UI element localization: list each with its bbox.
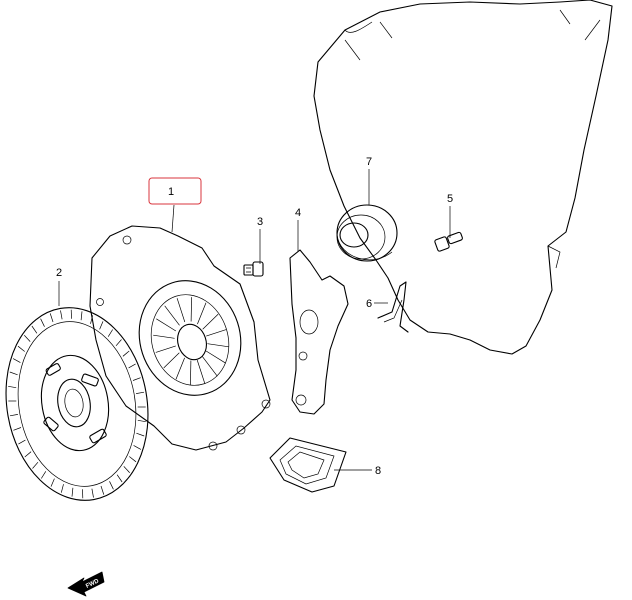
rubber-boot — [269, 437, 347, 493]
callout-3[interactable]: 3 — [257, 216, 263, 228]
clutch-disc — [5, 307, 149, 501]
forward-arrow-icon: FWD — [67, 571, 105, 597]
clutch-cover — [89, 225, 271, 451]
clip-spring — [377, 281, 409, 333]
bolt-5 — [434, 231, 463, 252]
release-fork — [289, 249, 349, 415]
callout-4[interactable]: 4 — [295, 207, 301, 219]
callout-5[interactable]: 5 — [447, 193, 453, 205]
callout-1-highlight — [148, 177, 202, 205]
leader-lines — [58, 169, 451, 471]
forward-arrow-label: FWD — [85, 578, 101, 590]
callout-2[interactable]: 2 — [56, 267, 62, 279]
bolt-3 — [243, 261, 264, 277]
release-bearing — [336, 204, 398, 262]
callout-1[interactable]: 1 — [168, 186, 174, 198]
transmission-housing — [313, 0, 613, 355]
callout-7[interactable]: 7 — [366, 156, 372, 168]
callout-8[interactable]: 8 — [375, 465, 381, 477]
callout-6[interactable]: 6 — [366, 298, 372, 310]
